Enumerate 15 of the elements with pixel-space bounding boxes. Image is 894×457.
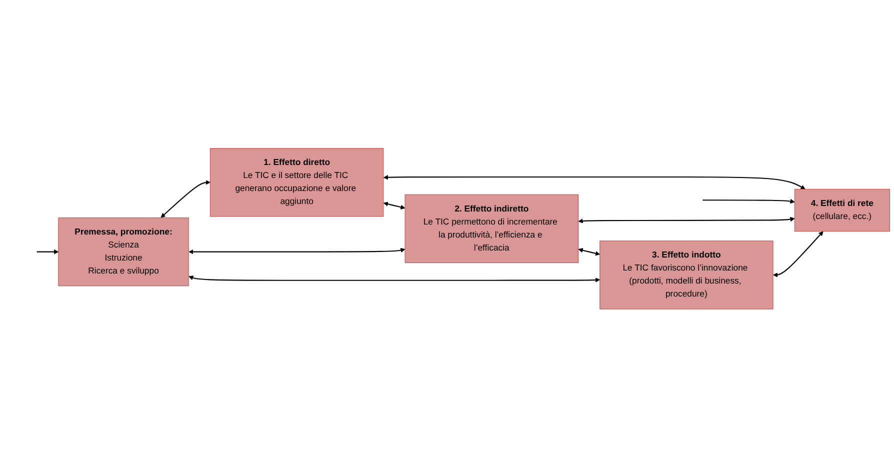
- node-box: 1. Effetto diretto Le TIC e il settore delle TIC generano occupazione e valore aggiunto: [210, 148, 384, 217]
- arrow: [160, 180, 210, 218]
- node-box: 3. Effetto indotto Le TIC favoriscono l’innovazione (prodotti, modelli di business, procedure): [600, 240, 774, 310]
- node-box: Premessa, promozione: Scienza Istruzione Ricerca e sviluppo: [58, 217, 189, 286]
- arrow: [383, 202, 406, 210]
- node-box: 2. Effetto indiretto Le TIC permettono di incrementare la produttività, l’efficienza e l’efficacia: [404, 194, 578, 263]
- arrow: [383, 174, 806, 190]
- arrow: [578, 216, 795, 224]
- arrow: [188, 275, 600, 282]
- arrow: [36, 249, 59, 254]
- arrow: [702, 198, 795, 204]
- node-box: 4. Effetti di rete (cellulare, ecc.): [794, 188, 890, 232]
- arrow: [578, 248, 600, 256]
- arrow: [188, 248, 406, 254]
- arrow: [773, 231, 824, 278]
